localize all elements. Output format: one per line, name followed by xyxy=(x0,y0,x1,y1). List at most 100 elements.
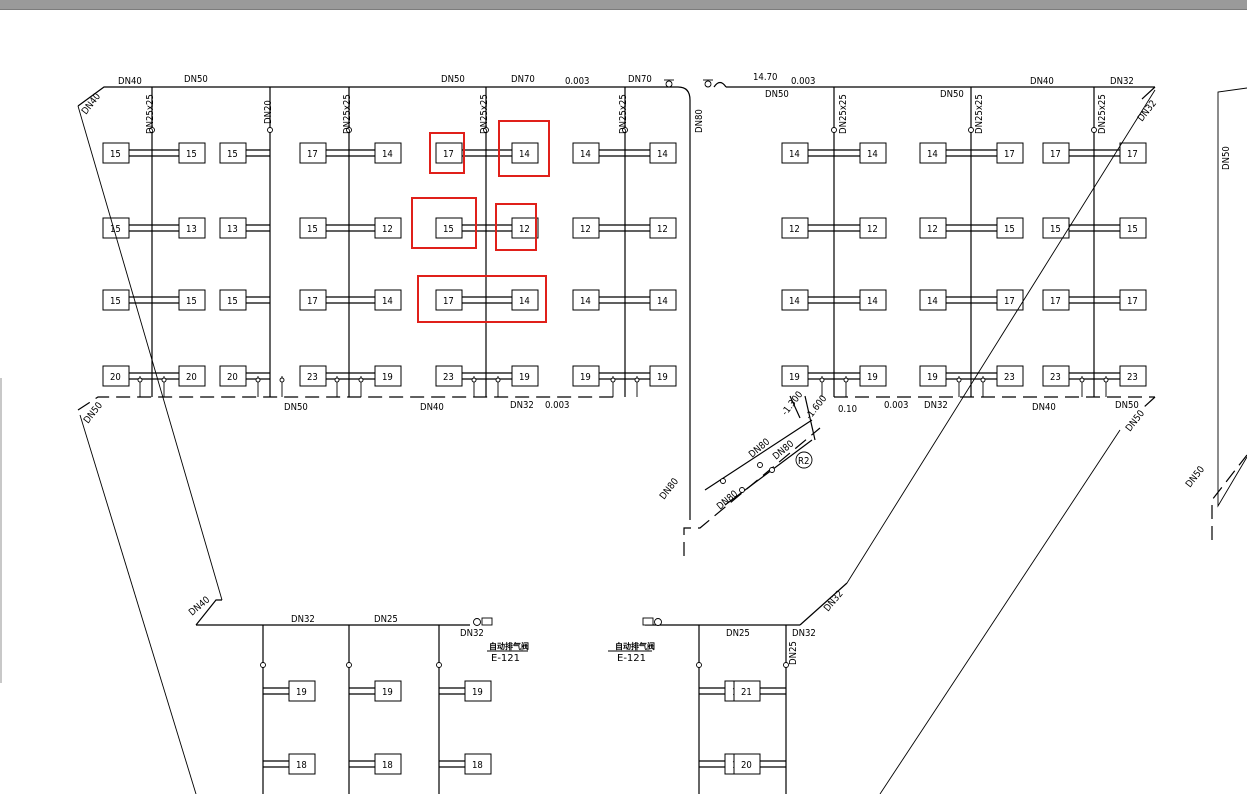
radiator-size-label: 21 xyxy=(741,687,752,698)
radiator-size-label: 17 xyxy=(1127,149,1138,160)
slope-label: 0.003 xyxy=(884,400,908,411)
radiator-box xyxy=(219,289,247,311)
radiator-box xyxy=(435,217,463,239)
radiator-box xyxy=(178,365,206,387)
radiator-box xyxy=(511,217,539,239)
radiator-size-label: 19 xyxy=(382,687,393,698)
radiator-size-label: 17 xyxy=(1004,149,1015,160)
pipe-size-label: DN50 xyxy=(284,402,308,413)
radiator-box xyxy=(299,217,327,239)
pipe-size-label: DN80 xyxy=(694,109,705,133)
radiator-size-label: 19 xyxy=(519,372,530,383)
radiator-box xyxy=(1119,289,1147,311)
branch-diagonals xyxy=(77,87,1247,794)
pipe-size-label: DN70 xyxy=(628,74,652,85)
pipe-size-label: DN32 xyxy=(460,628,484,639)
radiator-box xyxy=(859,217,887,239)
radiator-box xyxy=(996,142,1024,164)
pipe-size-label: DN32 xyxy=(291,614,315,625)
radiator-size-label: 20 xyxy=(186,372,197,383)
radiator-size-label: 15 xyxy=(186,149,197,160)
radiator-size-label: 15 xyxy=(1004,224,1015,235)
pipe-size-label: DN32 xyxy=(1136,98,1159,124)
pipe-size-label: DN50 xyxy=(1124,408,1147,434)
radiator-box xyxy=(649,142,677,164)
pipe-size-label: DN25x25 xyxy=(838,94,849,134)
highlight-box-5 xyxy=(417,275,547,323)
slope-label: 0.003 xyxy=(545,400,569,411)
radiator-box xyxy=(1042,142,1070,164)
pipe-size-label: DN40 xyxy=(187,595,212,619)
pipe-size-label: DN40 xyxy=(118,76,142,87)
radiator-box xyxy=(996,289,1024,311)
radiator-size-label: 14 xyxy=(580,296,591,307)
radiator-box xyxy=(102,142,130,164)
pipe-size-label: DN80 xyxy=(658,476,681,502)
pipe-size-label: DN32 xyxy=(510,400,534,411)
radiator-size-label: 14 xyxy=(867,149,878,160)
pipe-size-label: DN25x25 xyxy=(618,94,629,134)
radiator-size-label: 12 xyxy=(867,224,878,235)
pipe-size-label: DN50 xyxy=(1115,400,1139,411)
radiator-box xyxy=(1042,365,1070,387)
window-title-bar xyxy=(0,0,1247,10)
elevation-label: 0.10 xyxy=(838,404,857,415)
radiator-size-label: 19 xyxy=(867,372,878,383)
radiator-box xyxy=(1119,365,1147,387)
highlight-box-4 xyxy=(495,203,537,251)
radiator-box xyxy=(435,142,463,164)
manifold-mark: R2 xyxy=(798,456,809,467)
radiator-box xyxy=(572,142,600,164)
pipe-size-label: DN50 xyxy=(1184,464,1207,490)
radiator-box xyxy=(572,365,600,387)
radiator-box xyxy=(511,289,539,311)
radiator-size-label: 13 xyxy=(227,224,238,235)
manifold-r2: R2 xyxy=(704,395,816,506)
pipe-size-label: DN80 xyxy=(715,489,740,513)
radiator-size-label: 20 xyxy=(227,372,238,383)
radiator-box xyxy=(435,289,463,311)
radiator-size-label: 19 xyxy=(580,372,591,383)
radiator-box xyxy=(511,142,539,164)
pipe-size-label: DN40 xyxy=(80,91,103,117)
radiator-box xyxy=(178,289,206,311)
radiator-box xyxy=(299,365,327,387)
radiator-size-label: 15 xyxy=(1127,224,1138,235)
radiator-size-label: 19 xyxy=(382,372,393,383)
radiator-size-label: 17 xyxy=(307,149,318,160)
radiator-size-label: 18 xyxy=(382,760,393,771)
pipe-size-label: DN25 xyxy=(374,614,398,625)
radiator-box xyxy=(374,217,402,239)
elevation-label: -1.300 xyxy=(780,389,806,417)
radiator-size-label: 12 xyxy=(789,224,800,235)
radiator-box xyxy=(102,289,130,311)
radiator-box xyxy=(919,289,947,311)
panel-edge xyxy=(0,378,2,683)
radiator-size-label: 14 xyxy=(927,296,938,307)
radiator-box xyxy=(219,217,247,239)
radiator-size-label: 17 xyxy=(1050,296,1061,307)
pipe-size-label: DN40 xyxy=(1030,76,1054,87)
radiator-size-label: 14 xyxy=(657,149,668,160)
radiator-size-label: 23 xyxy=(443,372,454,383)
radiator-box xyxy=(859,289,887,311)
radiator-box xyxy=(1119,217,1147,239)
pipe-size-label: DN25x25 xyxy=(974,94,985,134)
radiator-box xyxy=(219,365,247,387)
valve-note: 自动排气阀 xyxy=(615,641,655,651)
radiator-size-label: 15 xyxy=(307,224,318,235)
radiator-box xyxy=(178,217,206,239)
radiator-box xyxy=(919,365,947,387)
radiator-size-label: 14 xyxy=(789,296,800,307)
radiator-size-label: 12 xyxy=(580,224,591,235)
radiator-box xyxy=(374,753,402,775)
pipe-size-label: DN25x25 xyxy=(342,94,353,134)
radiator-size-label: 23 xyxy=(1127,372,1138,383)
radiator-size-label: 19 xyxy=(789,372,800,383)
pipe-size-label: DN50 xyxy=(82,400,105,426)
radiator-box xyxy=(219,142,247,164)
pipe-size-label: DN32 xyxy=(1110,76,1134,87)
radiator-box xyxy=(435,365,463,387)
highlight-annotations xyxy=(411,120,550,323)
